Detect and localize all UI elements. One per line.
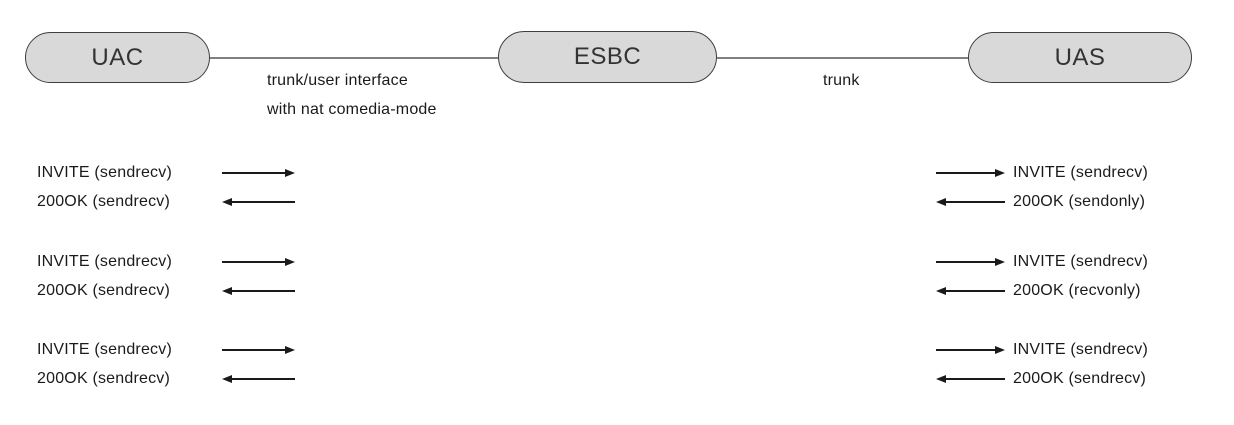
link-esbc-uas-label: trunk xyxy=(823,71,860,91)
arrow-left-icon xyxy=(936,369,1005,389)
right-message-row: INVITE (sendrecv) xyxy=(0,252,1234,272)
message-label: 200OK (sendonly) xyxy=(1013,193,1146,210)
link-uac-esbc-line xyxy=(210,57,498,59)
arrow-left-icon xyxy=(936,192,1005,212)
node-uac-label: UAC xyxy=(91,43,144,71)
message-label: INVITE (sendrecv) xyxy=(1013,341,1148,358)
message-label: 200OK (sendrecv) xyxy=(37,370,171,387)
link-uac-esbc-label-line1: trunk/user interface xyxy=(267,72,408,89)
message-label: INVITE (sendrecv) xyxy=(37,164,172,181)
left-message-row: INVITE (sendrecv) xyxy=(0,252,1234,272)
left-message-row: 200OK (sendrecv) xyxy=(0,369,1234,389)
message-label: 200OK (sendrecv) xyxy=(37,282,171,299)
message-label: INVITE (sendrecv) xyxy=(37,253,172,270)
message-label: INVITE (sendrecv) xyxy=(37,341,172,358)
message-label: 200OK (sendrecv) xyxy=(1013,370,1147,387)
message-label: 200OK (recvonly) xyxy=(1013,282,1141,299)
left-message-row: 200OK (sendrecv) xyxy=(0,192,1234,212)
message-label: INVITE (sendrecv) xyxy=(1013,164,1148,181)
arrow-right-icon xyxy=(222,163,295,183)
right-message-row: INVITE (sendrecv) xyxy=(0,340,1234,360)
link-esbc-uas-line xyxy=(717,57,968,59)
arrow-left-icon xyxy=(936,281,1005,301)
link-uac-esbc-label-line2: with nat comedia-mode xyxy=(267,101,437,118)
link-uac-esbc-label: trunk/user interface with nat comedia-mo… xyxy=(267,66,437,124)
left-message-row: 200OK (sendrecv) xyxy=(0,281,1234,301)
arrow-right-icon xyxy=(936,163,1005,183)
right-message-row: 200OK (sendrecv) xyxy=(0,369,1234,389)
arrow-right-icon xyxy=(222,252,295,272)
node-esbc: ESBC xyxy=(498,31,717,83)
arrow-right-icon xyxy=(936,252,1005,272)
arrow-left-icon xyxy=(222,281,295,301)
left-message-row: INVITE (sendrecv) xyxy=(0,163,1234,183)
link-esbc-uas-label-text: trunk xyxy=(823,72,860,89)
arrow-right-icon xyxy=(936,340,1005,360)
arrow-right-icon xyxy=(222,340,295,360)
left-message-row: INVITE (sendrecv) xyxy=(0,340,1234,360)
arrow-left-icon xyxy=(222,369,295,389)
right-message-row: INVITE (sendrecv) xyxy=(0,163,1234,183)
node-uac: UAC xyxy=(25,32,210,83)
arrow-left-icon xyxy=(222,192,295,212)
node-uas-label: UAS xyxy=(1054,43,1106,71)
node-esbc-label: ESBC xyxy=(573,43,642,70)
right-message-row: 200OK (recvonly) xyxy=(0,281,1234,301)
right-message-row: 200OK (sendonly) xyxy=(0,192,1234,212)
node-uas: UAS xyxy=(968,32,1192,83)
message-label: INVITE (sendrecv) xyxy=(1013,253,1148,270)
message-label: 200OK (sendrecv) xyxy=(37,193,171,210)
